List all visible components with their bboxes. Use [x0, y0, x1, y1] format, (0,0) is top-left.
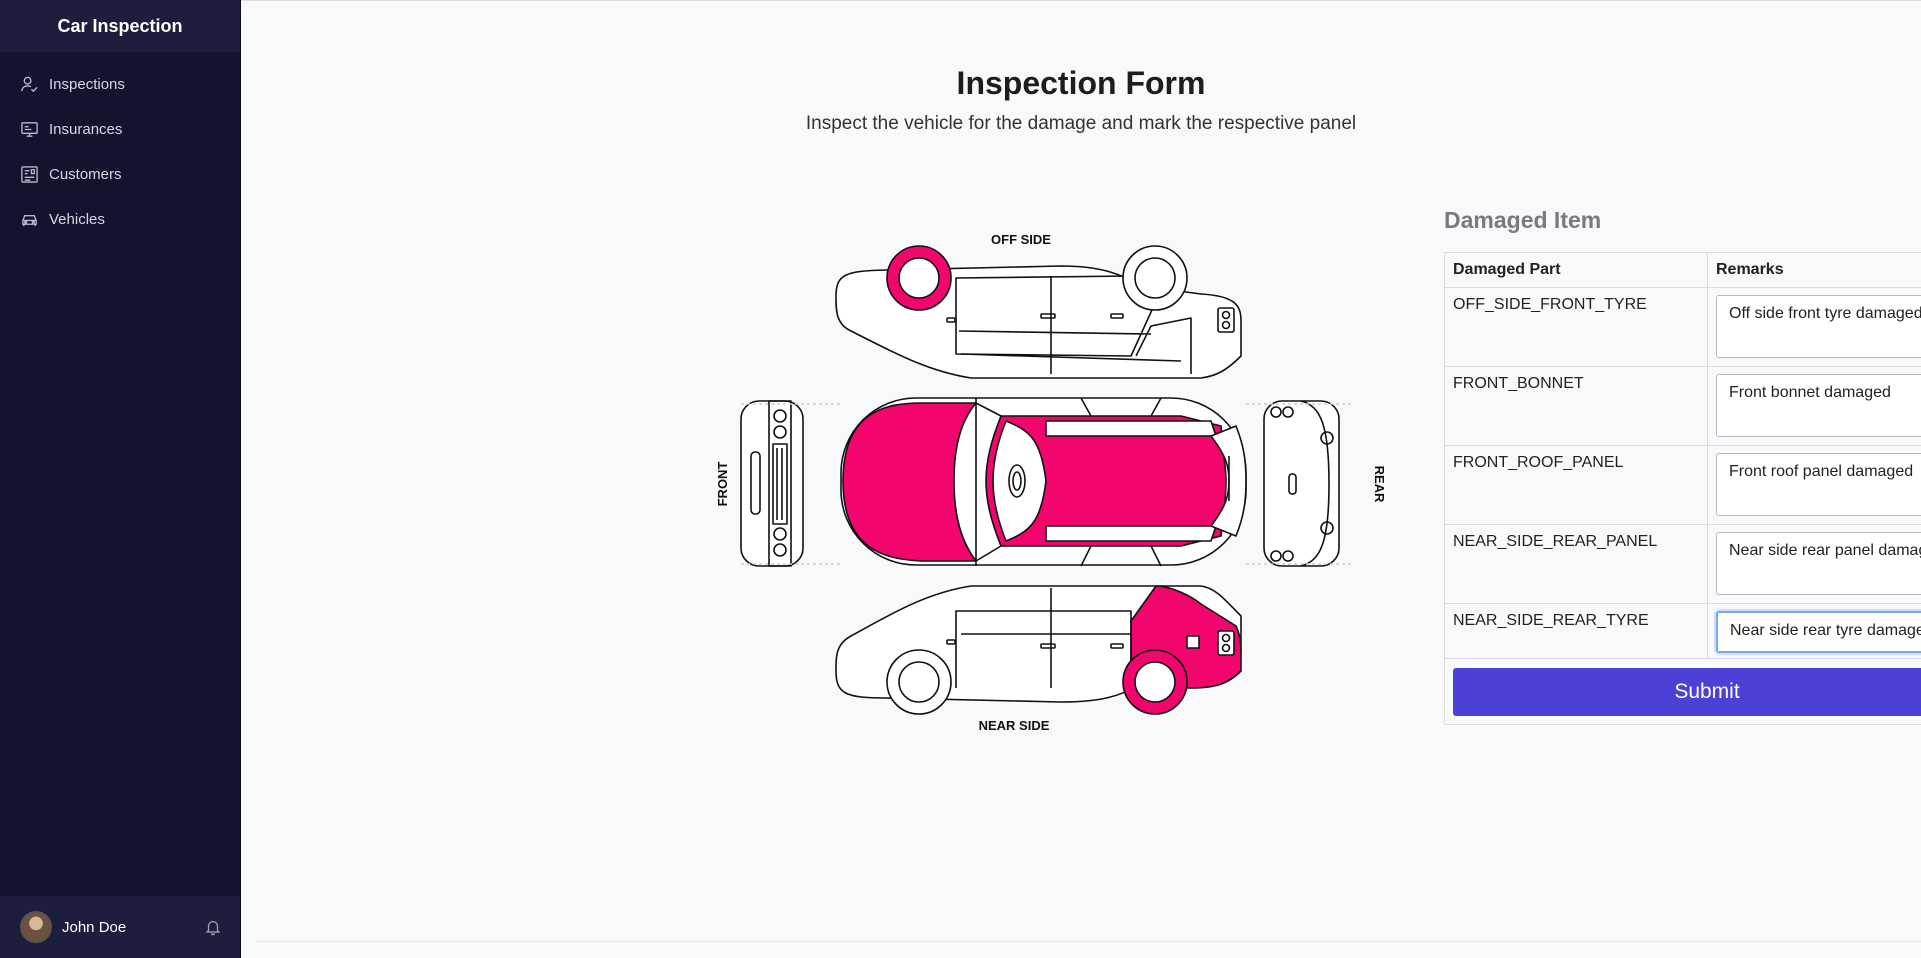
sidebar-nav: Inspections Insurances Customers Vehicle… — [0, 62, 240, 242]
car-icon — [20, 210, 39, 229]
remark-cell: Front bonnet damaged — [1707, 366, 1921, 446]
table-row: FRONT_ROOF_PANEL Front roof panel damage… — [1444, 445, 1921, 525]
page-subtitle: Inspect the vehicle for the damage and m… — [805, 113, 1357, 134]
damaged-part-cell: OFF_SIDE_FRONT_TYRE — [1444, 287, 1708, 367]
avatar[interactable] — [20, 911, 52, 943]
table-row: NEAR_SIDE_REAR_PANEL Near side rear pane… — [1444, 524, 1921, 604]
front-label: FRONT — [715, 462, 730, 507]
monitor-icon — [20, 120, 39, 139]
damaged-part-cell: NEAR_SIDE_REAR_TYRE — [1444, 603, 1708, 659]
sidebar-item-label: Vehicles — [49, 211, 105, 228]
main-content: Inspection Form Inspect the vehicle for … — [241, 0, 1921, 958]
remark-textarea[interactable]: Near side rear panel damaged — [1716, 532, 1921, 595]
user-footer: John Doe — [0, 896, 240, 958]
id-card-icon — [20, 165, 39, 184]
near-side-label: NEAR SIDE — [979, 718, 1050, 733]
user-check-icon — [20, 75, 39, 94]
car-diagram-svg: OFF SIDE — [715, 232, 1387, 733]
remark-textarea[interactable]: Off side front tyre damaged — [1716, 295, 1921, 358]
near-side-view: NEAR SIDE — [835, 585, 1242, 733]
divider — [256, 941, 1921, 942]
column-header-remarks: Remarks — [1707, 252, 1921, 288]
remark-cell: Front roof panel damaged — [1707, 445, 1921, 525]
damaged-items-panel: Damaged Item 5 Damaged Part Remarks OFF_… — [1444, 201, 1921, 725]
front-roof-panel[interactable] — [985, 415, 1227, 547]
off-side-view: OFF SIDE — [835, 232, 1242, 379]
off-side-label: OFF SIDE — [991, 232, 1051, 247]
car-damage-diagram: OFF SIDE — [711, 226, 1391, 741]
table-row: NEAR_SIDE_REAR_TYRE Near side rear tyre … — [1444, 603, 1921, 659]
remark-cell: Near side rear tyre damaged — [1707, 603, 1921, 659]
user-name[interactable]: John Doe — [62, 918, 127, 936]
sidebar-item-label: Insurances — [49, 121, 123, 138]
sidebar-item-customers[interactable]: Customers — [0, 152, 240, 197]
rear-label: REAR — [1372, 466, 1387, 503]
page-title: Inspection Form — [956, 65, 1206, 101]
submit-button[interactable]: Submit — [1453, 668, 1921, 716]
bell-icon[interactable] — [204, 918, 222, 936]
remark-textarea[interactable]: Front roof panel damaged — [1716, 453, 1921, 516]
sidebar-item-insurances[interactable]: Insurances — [0, 107, 240, 152]
damaged-part-cell: NEAR_SIDE_REAR_PANEL — [1444, 524, 1708, 604]
column-header-damaged-part: Damaged Part — [1444, 252, 1708, 288]
sidebar-header: Car Inspection — [0, 0, 240, 52]
remark-textarea[interactable]: Near side rear tyre damaged — [1716, 611, 1921, 653]
table-row: FRONT_BONNET Front bonnet damaged — [1444, 366, 1921, 446]
damaged-items-table: Damaged Part Remarks OFF_SIDE_FRONT_TYRE… — [1444, 252, 1921, 659]
table-header-row: Damaged Part Remarks — [1444, 252, 1921, 288]
panel-header: Damaged Item 5 — [1444, 201, 1921, 239]
sidebar-item-label: Customers — [49, 166, 122, 183]
sidebar: Car Inspection Inspections Insurances Cu… — [0, 0, 241, 958]
top-view: FRONT REAR — [715, 397, 1387, 567]
table-row: OFF_SIDE_FRONT_TYRE Off side front tyre … — [1444, 287, 1921, 367]
sidebar-item-inspections[interactable]: Inspections — [0, 62, 240, 107]
damaged-part-cell: FRONT_BONNET — [1444, 366, 1708, 446]
sidebar-item-label: Inspections — [49, 76, 125, 93]
remark-textarea[interactable]: Front bonnet damaged — [1716, 374, 1921, 437]
remark-cell: Near side rear panel damaged — [1707, 524, 1921, 604]
remark-cell: Off side front tyre damaged — [1707, 287, 1921, 367]
app-title[interactable]: Car Inspection — [57, 15, 183, 36]
submit-container: Submit — [1444, 659, 1921, 725]
sidebar-item-vehicles[interactable]: Vehicles — [0, 197, 240, 242]
damaged-item-title: Damaged Item — [1444, 206, 1602, 233]
damaged-part-cell: FRONT_ROOF_PANEL — [1444, 445, 1708, 525]
